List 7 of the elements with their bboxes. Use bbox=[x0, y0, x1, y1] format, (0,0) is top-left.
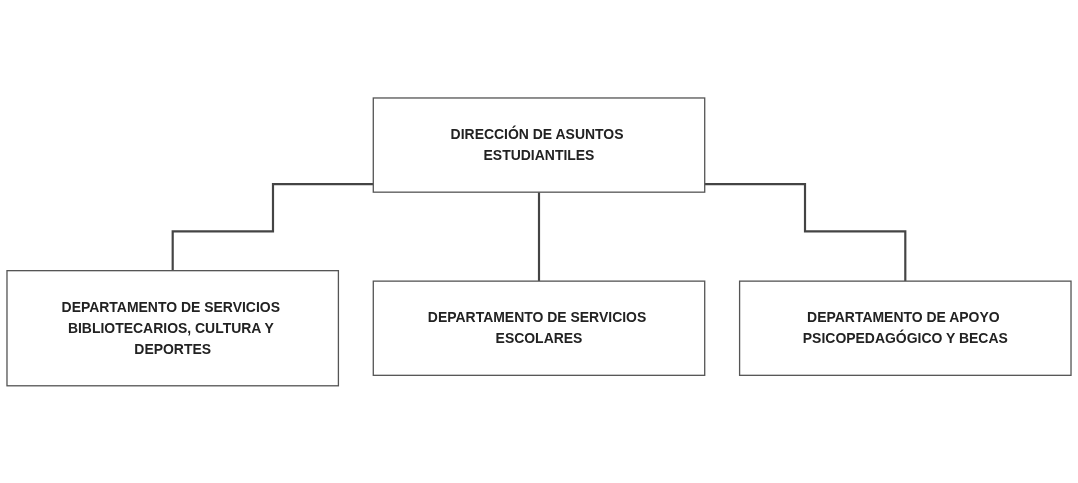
connector bbox=[704, 182, 907, 282]
node-box: DEPARTAMENTO DE APOYO PSICOPEDAGÓGICO Y BECAS bbox=[738, 280, 1072, 376]
connector bbox=[537, 190, 541, 282]
node-box: DIRECCIÓN DE ASUNTOS ESTUDIANTILES bbox=[372, 96, 706, 193]
node-box: DEPARTAMENTO DE SERVICIOS BIBLIOTECARIOS, CULTURA Y DEPORTES bbox=[6, 269, 340, 387]
node-box: DEPARTAMENTO DE SERVICIOS ESCOLARES bbox=[372, 280, 706, 376]
connector bbox=[171, 182, 374, 272]
